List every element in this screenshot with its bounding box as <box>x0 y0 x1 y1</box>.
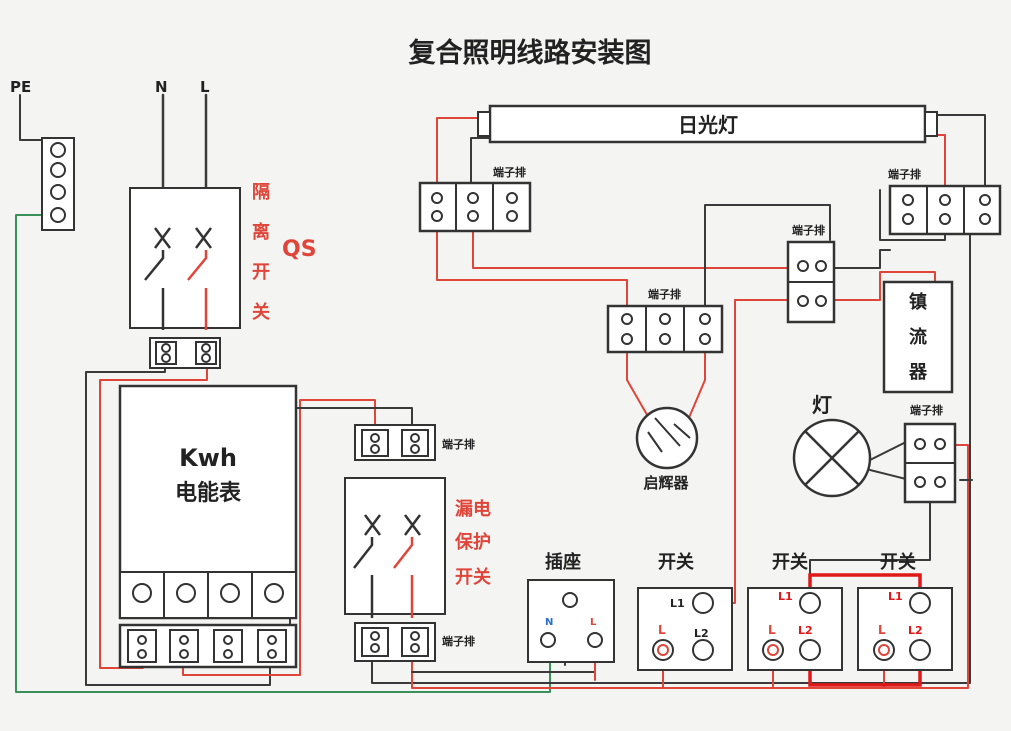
n-label: N <box>155 78 168 96</box>
ballast-terminal-label: 端子排 <box>792 223 825 237</box>
left-terminal-label: 端子排 <box>493 165 526 179</box>
fluor-left-dark <box>470 137 491 196</box>
isolator-switch <box>129 187 241 329</box>
switch-2-l1: L1 <box>778 590 793 603</box>
switch-2-l: L <box>768 623 776 637</box>
socket-l-label: L <box>590 617 597 628</box>
socket-label: 插座 <box>545 551 581 573</box>
switch-3-l2: L2 <box>908 624 923 637</box>
rcd-label-2: 保护 <box>454 531 491 553</box>
meter-out-l <box>182 399 376 676</box>
rcd-terminal-label: 端子排 <box>442 437 475 451</box>
middle-terminal-block <box>606 304 724 354</box>
ballast-label-2: 流 <box>909 326 927 348</box>
switch-3-label: 开关 <box>880 551 916 573</box>
fluor-left-red <box>436 117 491 196</box>
switch-1-l: L <box>658 623 666 637</box>
left-term-to-right <box>472 224 831 269</box>
switch-3-l1: L1 <box>888 590 903 603</box>
isolator-label-4: 关 <box>252 301 270 323</box>
ballast-wire <box>829 271 936 301</box>
switch-2-label: 开关 <box>772 551 808 573</box>
pe-ground-wire <box>15 214 551 693</box>
left-terminal-block <box>418 181 532 233</box>
rcd-out-n <box>371 199 971 684</box>
socket-n-label: N <box>545 617 553 628</box>
meter-label: 电能表 <box>175 480 242 506</box>
switch-1-label: 开关 <box>658 551 694 573</box>
lamp-wire <box>869 439 911 481</box>
ballast-label-1: 镇 <box>909 291 927 313</box>
isolator-label-3: 开 <box>252 262 270 283</box>
pe-wire <box>19 94 46 141</box>
starter-label: 启辉器 <box>643 474 689 492</box>
ballast <box>882 280 954 394</box>
lamp-cross <box>804 430 860 486</box>
pe-label: PE <box>10 78 31 96</box>
rcd-label-3: 开关 <box>455 566 491 588</box>
lamp-label: 灯 <box>812 393 832 417</box>
lamp-terminal-label: 端子排 <box>910 403 943 417</box>
switch-3-l: L <box>878 623 886 637</box>
switch-1-l2: L2 <box>694 627 709 640</box>
fluorescent-label: 日光灯 <box>678 113 738 137</box>
isolator-label-2: 离 <box>252 221 270 243</box>
starter-loop <box>626 339 706 421</box>
switch-3: 开关 L1 L L2 <box>857 551 953 671</box>
switch-1: 开关 L1 L L2 <box>637 551 733 671</box>
l-label: L <box>200 78 210 96</box>
rcd-label-1: 漏电 <box>455 498 491 520</box>
isolator-label-1: 隔 <box>252 182 270 203</box>
switch-2: 开关 L1 L L2 <box>747 551 843 671</box>
rcd-bottom-terminal-label: 端子排 <box>442 634 475 648</box>
kwh-label: Kwh <box>179 444 237 472</box>
starter <box>635 406 699 470</box>
qs-label: QS <box>282 237 317 262</box>
top-to-mid-term <box>704 204 831 311</box>
mid-term-to-ballast <box>829 249 891 269</box>
switch-2-l2: L2 <box>798 624 813 637</box>
rcd-switch <box>344 477 446 615</box>
diagram-title: 复合照明线路安装图 <box>409 37 652 69</box>
rcd-out-l <box>411 444 969 689</box>
middle-terminal-label: 端子排 <box>648 287 681 301</box>
ballast-label-3: 器 <box>908 362 928 383</box>
right-terminal-label: 端子排 <box>888 167 921 181</box>
switch-1-l1: L1 <box>670 597 685 610</box>
right-terminal-block <box>888 184 1002 236</box>
left-term-to-starter <box>436 224 628 311</box>
fluor-right-dark <box>924 114 986 196</box>
isolator-n-out <box>85 359 271 686</box>
